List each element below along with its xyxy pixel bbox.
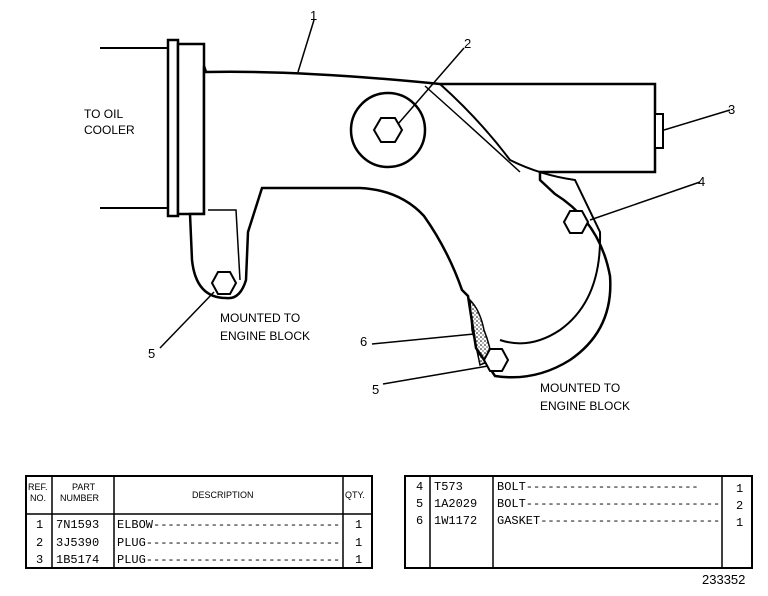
elbow-flange [166, 38, 206, 218]
left-row1-desc: ELBOW-------------------------- [117, 518, 340, 532]
left-row3-qty: 1 [355, 553, 362, 567]
right-row3-desc: GASKET------------------------- [497, 514, 720, 528]
callout-4: 4 [698, 174, 705, 189]
bolt-5-lower-hex [482, 348, 510, 372]
left-row2-desc: PLUG--------------------------- [117, 536, 340, 550]
right-row1-qty: 1 [736, 482, 743, 496]
left-row1-part: 7N1593 [56, 518, 99, 532]
left-row2-ref: 2 [36, 536, 43, 550]
right-row3-part: 1W1172 [434, 514, 477, 528]
left-tab-edge [208, 209, 241, 281]
to-oil-label-line1: TO OIL [84, 107, 123, 121]
right-row3-ref: 6 [416, 514, 423, 528]
left-row1-qty: 1 [355, 518, 362, 532]
header-ref-line1: REF. [28, 482, 48, 492]
elbow-inner-curve [439, 83, 602, 345]
left-row3-ref: 3 [36, 553, 43, 567]
parts-table-left [25, 475, 373, 569]
figure-number: 233352 [702, 572, 745, 587]
header-description: DESCRIPTION [192, 490, 254, 500]
callout-5-lower: 5 [372, 382, 379, 397]
end-plug [654, 113, 664, 149]
header-qty: QTY. [345, 490, 365, 500]
right-row2-ref: 5 [416, 497, 423, 511]
right-row1-desc: BOLT------------------------ [497, 480, 699, 494]
to-oil-label-line2: COOLER [84, 123, 135, 137]
header-part-line2: NUMBER [60, 493, 100, 503]
callout-2: 2 [464, 36, 471, 51]
left-row2-part: 3J5390 [56, 536, 99, 550]
left-row2-qty: 1 [355, 536, 362, 550]
header-part-line1: PART [72, 482, 96, 492]
callout-1: 1 [310, 8, 317, 23]
mounted-right-line1: MOUNTED TO [540, 381, 620, 395]
right-row3-qty: 1 [736, 516, 743, 530]
right-row1-ref: 4 [416, 480, 423, 494]
mounted-left-line2: ENGINE BLOCK [220, 329, 310, 343]
mounted-left-line1: MOUNTED TO [220, 311, 300, 325]
leader-lines [159, 19, 731, 385]
right-row2-part: 1A2029 [434, 497, 477, 511]
right-row2-desc: BOLT--------------------------- [497, 497, 720, 511]
plug-hex-center [349, 91, 427, 169]
callout-6: 6 [360, 334, 367, 349]
callout-5-left: 5 [148, 346, 155, 361]
right-row2-qty: 2 [736, 499, 743, 513]
oil-cooler-pipe [100, 47, 168, 209]
bolt-5-left-hex [210, 271, 238, 295]
mounted-right-line2: ENGINE BLOCK [540, 399, 630, 413]
callout-3: 3 [728, 102, 735, 117]
left-row3-desc: PLUG--------------------------- [117, 553, 340, 567]
right-row1-part: T573 [434, 480, 463, 494]
header-ref-line2: NO. [30, 493, 46, 503]
left-row3-part: 1B5174 [56, 553, 99, 567]
left-row1-ref: 1 [36, 518, 43, 532]
bolt-4-hex [562, 210, 590, 234]
elbow-contour [424, 85, 521, 173]
parts-table-right [404, 475, 753, 569]
elbow-body [188, 65, 657, 379]
